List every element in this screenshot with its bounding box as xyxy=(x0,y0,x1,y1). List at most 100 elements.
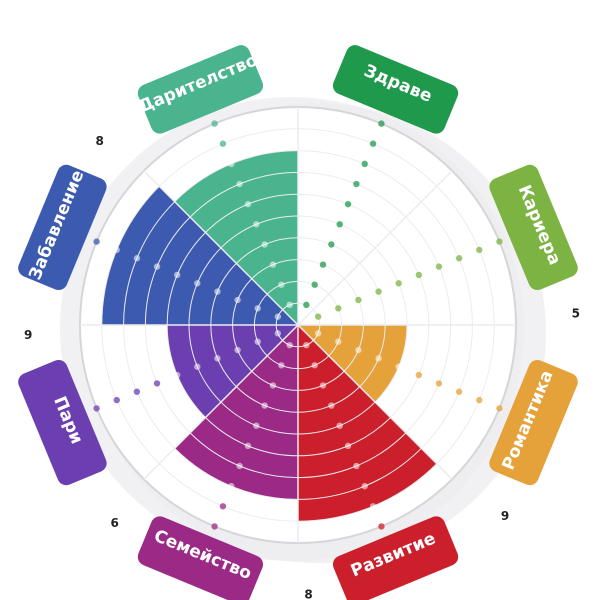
segment-7-scale-dot xyxy=(234,296,241,304)
segment-3-tab-shape xyxy=(489,359,578,486)
segment-6-scale-dot xyxy=(254,338,261,345)
segment-4-scale-dot xyxy=(303,341,310,349)
segment-1-scale-dot xyxy=(328,241,335,248)
segment-3-scale-dot xyxy=(314,330,322,337)
score-wedges xyxy=(101,150,437,522)
segment-2-scale-dot xyxy=(375,288,382,295)
segment-2-scale-dot xyxy=(314,313,322,320)
segment-6-tab-shape xyxy=(18,359,107,486)
segment-2-scale-dot xyxy=(415,271,423,279)
segment-2-scale-dot xyxy=(496,238,503,245)
segment-5-scale-dot xyxy=(253,422,260,429)
scale-dots xyxy=(93,120,503,530)
segment-2-scale-dot xyxy=(435,263,443,270)
segment-8-score: 8 xyxy=(96,134,104,148)
segment-2-scale-dot xyxy=(455,255,463,262)
segment-4-scale-dot xyxy=(319,382,327,389)
segment-1-scale-dot xyxy=(378,120,385,127)
segment-3-scale-dot xyxy=(395,363,402,370)
segment-5-tab: Семейство xyxy=(137,516,264,600)
segment-2-scale-dot xyxy=(355,296,362,304)
segment-8-scale-dot xyxy=(228,160,235,168)
segment-8-scale-dot xyxy=(211,120,218,127)
grid-spoke xyxy=(143,170,299,326)
segment-7-scale-dot xyxy=(113,246,120,254)
segment-2-scale-dot xyxy=(335,305,342,312)
segment-2-tab-shape xyxy=(489,164,578,291)
segment-5-scale-dot xyxy=(211,523,218,530)
segment-1-scale-dot xyxy=(303,301,310,309)
segment-1-scale-dot xyxy=(353,180,360,188)
segment-8-scale-dot xyxy=(253,221,260,228)
grid-spoke xyxy=(297,324,453,480)
segment-6-scale-dot xyxy=(113,396,120,404)
segment-1-scale-dot xyxy=(344,200,352,208)
segment-8-scale-dot xyxy=(286,301,293,309)
segment-7-tab-shape xyxy=(18,164,107,291)
segment-3-scale-dot xyxy=(335,338,342,345)
segment-6-scale-dot xyxy=(93,405,100,412)
segment-7-scale-dot xyxy=(274,313,282,320)
grid-spoke xyxy=(143,324,299,480)
segment-5-scale-dot xyxy=(236,462,243,470)
segment-4-scale-dot xyxy=(328,402,335,409)
segment-8-scale-dot xyxy=(261,241,268,248)
segment-2-scale-dot xyxy=(395,280,402,287)
segment-6-scale-dot xyxy=(153,380,161,387)
segment-6-scale-dot xyxy=(214,355,221,362)
segment-1-scale-dot xyxy=(336,221,343,228)
segment-1-scale-dot xyxy=(319,261,327,268)
segment-4-tab-shape xyxy=(332,516,459,600)
segment-7-wedge xyxy=(101,186,298,325)
segment-5-scale-dot xyxy=(228,482,235,490)
segment-5-scale-dot xyxy=(278,362,285,369)
segment-3-score: 5 xyxy=(572,307,580,321)
segment-4-wedge xyxy=(298,325,437,522)
segment-3-scale-dot xyxy=(375,355,382,362)
segment-8-scale-dot xyxy=(244,200,252,208)
segment-5-tab-shape xyxy=(137,516,264,600)
segment-6-scale-dot xyxy=(133,388,141,395)
segment-5-scale-dot xyxy=(261,402,268,409)
segment-6-scale-dot xyxy=(274,330,282,337)
segment-7-scale-dot xyxy=(194,280,201,287)
segment-3-scale-dot xyxy=(496,405,503,412)
segment-3-scale-dot xyxy=(455,388,463,395)
segment-6-wedge xyxy=(167,325,298,418)
segment-1-scale-dot xyxy=(369,140,377,147)
segment-1-scale-dot xyxy=(311,281,318,288)
segment-4-scale-dot xyxy=(353,462,360,470)
wheel-grid xyxy=(79,106,517,544)
segment-3-scale-dot xyxy=(355,346,362,354)
segment-7-scale-dot xyxy=(153,263,161,270)
segment-6-scale-dot xyxy=(234,346,241,354)
segment-8-scale-dot xyxy=(219,140,227,147)
segment-4-scale-dot xyxy=(369,503,377,510)
segment-7-scale-dot xyxy=(214,288,221,295)
segment-4-score: 9 xyxy=(501,509,509,523)
segment-3-scale-dot xyxy=(476,396,483,404)
segment-6-scale-dot xyxy=(173,371,181,379)
segment-5-scale-dot xyxy=(244,442,252,450)
segment-5-scale-dot xyxy=(219,503,227,510)
segment-7-scale-dot xyxy=(173,271,181,279)
segment-8-scale-dot xyxy=(278,281,285,288)
segment-1-scale-dot xyxy=(361,160,368,168)
segment-6-score: 6 xyxy=(111,516,119,530)
segment-8-tab-shape xyxy=(137,45,264,134)
segment-6-scale-dot xyxy=(194,363,201,370)
segment-2-scale-dot xyxy=(476,246,483,254)
segment-5-scale-dot xyxy=(269,382,277,389)
segment-6-tab: Пари xyxy=(18,359,107,486)
segment-1-tab-shape xyxy=(332,45,459,134)
segment-3-wedge xyxy=(298,325,407,403)
segment-3-scale-dot xyxy=(415,371,423,379)
segment-3-scale-dot xyxy=(435,380,443,387)
segment-4-scale-dot xyxy=(344,442,352,450)
segment-8-scale-dot xyxy=(269,261,277,268)
segment-7-score: 9 xyxy=(24,328,32,342)
segment-7-scale-dot xyxy=(254,305,261,312)
